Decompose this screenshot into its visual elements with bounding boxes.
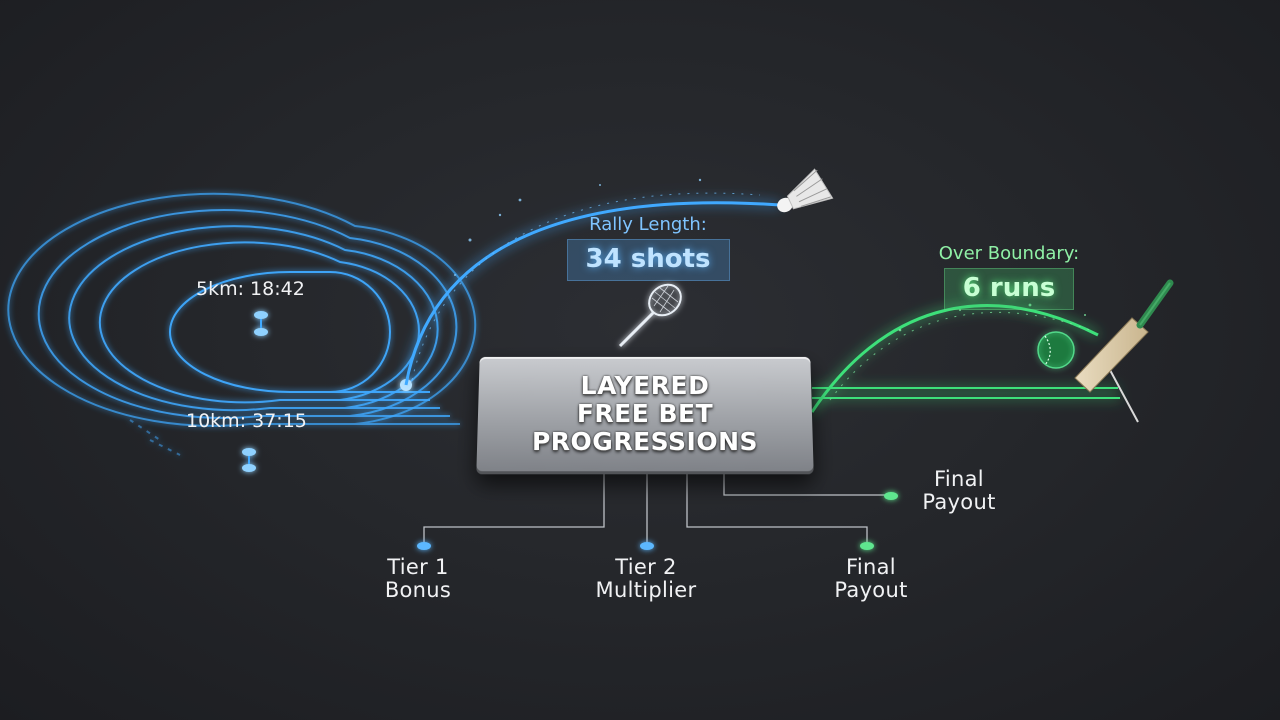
rally-length-caption: Rally Length: xyxy=(589,214,707,235)
running-track-icon xyxy=(7,192,477,456)
over-boundary-caption: Over Boundary: xyxy=(938,243,1080,264)
tier-line: Bonus xyxy=(384,578,452,602)
rally-length-value: 34 shots xyxy=(566,239,730,281)
track-split-nodes xyxy=(242,311,412,472)
tier-label-final-payout-side: Final Payout xyxy=(906,468,1012,514)
tier-connectors xyxy=(423,474,890,545)
center-title-line: LAYERED xyxy=(580,371,710,400)
tier-line: Multiplier xyxy=(595,578,697,602)
tier-nodes xyxy=(417,492,898,550)
tier-line: Final xyxy=(846,555,896,579)
tier-line: Payout xyxy=(834,578,908,602)
tier-label-tier-1: Tier 1 Bonus xyxy=(368,556,468,602)
over-boundary-callout: Over Boundary: 6 runs xyxy=(918,243,1100,310)
tier-line: Tier 2 xyxy=(615,555,677,579)
split-label-10km: 10km: 37:15 xyxy=(186,410,307,432)
rally-arc xyxy=(404,192,781,386)
tier-line: Tier 1 xyxy=(387,555,449,579)
tier-label-tier-2: Tier 2 Multiplier xyxy=(578,556,714,602)
shuttlecock-icon xyxy=(777,168,834,213)
center-title: LAYERED FREE BET PROGRESSIONS xyxy=(478,372,812,456)
cricket-bat-icon xyxy=(1074,279,1174,423)
tier-line: Payout xyxy=(922,490,996,514)
over-boundary-value: 6 runs xyxy=(943,268,1075,310)
split-label-5km: 5km: 18:42 xyxy=(196,278,305,300)
tier-label-final-payout: Final Payout xyxy=(818,556,924,602)
sparkles xyxy=(454,178,702,276)
cricket-ball-icon xyxy=(1037,331,1075,369)
badminton-racket-icon xyxy=(618,283,682,348)
tier-line: Final xyxy=(934,467,984,491)
rally-length-callout: Rally Length: 34 shots xyxy=(562,214,734,281)
center-title-line: PROGRESSIONS xyxy=(531,427,759,456)
center-title-line: FREE BET xyxy=(576,399,714,428)
boundary-arc xyxy=(810,304,1120,413)
